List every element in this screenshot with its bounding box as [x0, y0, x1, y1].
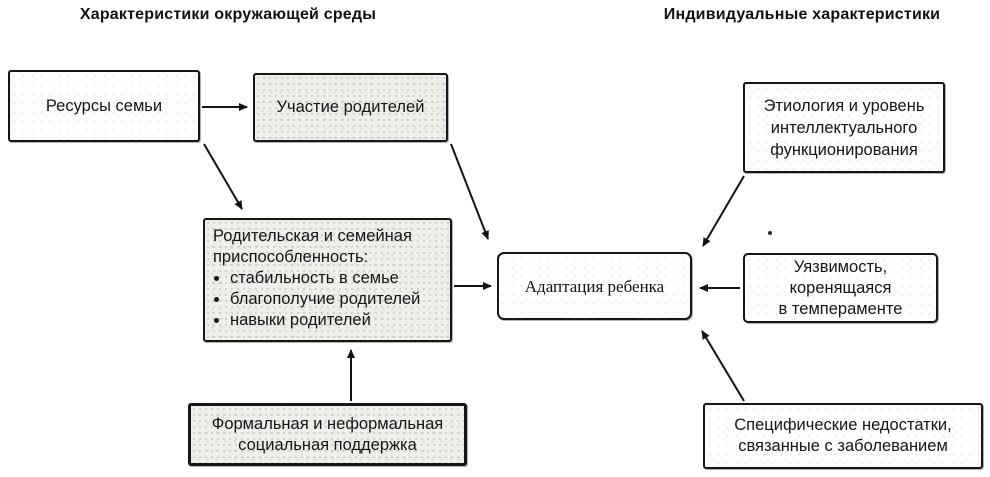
node-parent-involvement-label: Участие родителей	[276, 98, 425, 116]
node-social-support-line1: Формальная и неформальная	[211, 414, 444, 433]
node-vulnerability-line2: коренящаяся	[789, 278, 892, 297]
node-vulnerability-line1: Уязвимость,	[793, 257, 888, 276]
node-etiology-line2: интеллектуального	[770, 118, 918, 137]
arrow-specific-deficits-to-child-adaptation	[701, 330, 745, 402]
node-social-support-line2: социальная поддержка	[238, 435, 417, 454]
section-header-environment: Характеристики окружающей среды	[79, 6, 377, 23]
node-parental-adjustment: Родительская и семейная приспособленност…	[203, 218, 452, 342]
node-specific-deficits: Специфические недостатки, связанные с за…	[703, 403, 983, 469]
arrow-family-resources-to-parental-adjustment	[203, 143, 243, 210]
list-item: стабильность в семье	[230, 268, 420, 289]
section-header-individual: Индивидуальные характеристики	[663, 6, 941, 23]
arrow-parent-involvement-to-child-adaptation	[450, 143, 489, 240]
node-etiology-line1: Этиология и уровень	[763, 96, 925, 115]
node-family-resources-label: Ресурсы семьи	[45, 96, 163, 115]
node-specific-deficits-line2: связанные с заболеванием	[738, 437, 948, 455]
list-item: благополучие родителей	[230, 289, 420, 310]
node-parent-involvement: Участие родителей	[253, 73, 448, 142]
node-social-support: Формальная и неформальная социальная под…	[188, 403, 467, 466]
node-vulnerability-line3: в темпераменте	[778, 299, 903, 318]
arrow-etiology-to-child-adaptation	[702, 175, 745, 247]
list-item: навыки родителей	[230, 310, 420, 331]
node-family-resources: Ресурсы семьи	[8, 70, 200, 142]
node-specific-deficits-line1: Специфические недостатки,	[734, 416, 952, 434]
node-child-adaptation-label: Адаптация ребенка	[524, 276, 665, 296]
node-vulnerability: Уязвимость, коренящаяся в темпераменте	[743, 253, 938, 323]
node-parental-adjustment-list: стабильность в семье благополучие родите…	[213, 268, 420, 331]
node-etiology: Этиология и уровень интеллектуального фу…	[743, 82, 945, 173]
node-parental-adjustment-title-line2: приспособленность:	[213, 248, 369, 266]
node-etiology-line3: функционирования	[770, 140, 918, 159]
ink-speck	[768, 231, 772, 235]
node-child-adaptation: Адаптация ребенка	[497, 252, 692, 320]
node-parental-adjustment-title-line1: Родительская и семейная	[213, 227, 412, 245]
